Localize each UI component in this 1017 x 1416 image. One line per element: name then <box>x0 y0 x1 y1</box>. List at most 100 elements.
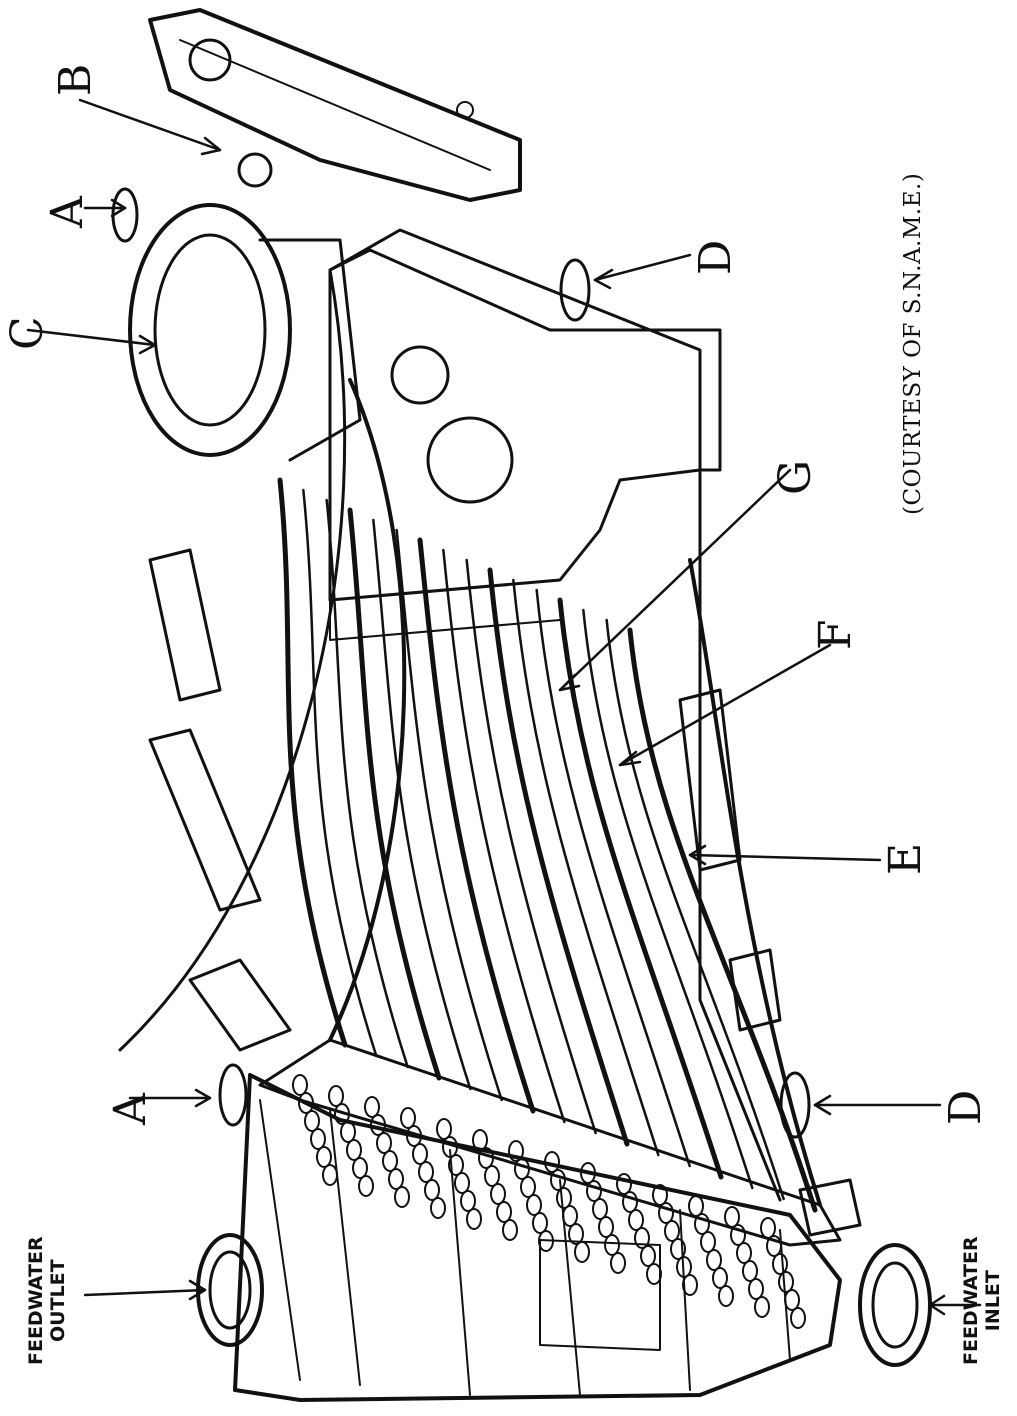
tube-hole <box>610 1252 626 1274</box>
figure-credit: (COURTESY OF S.N.A.M.E.) <box>900 172 926 515</box>
tube-hole <box>586 1180 602 1202</box>
tube-hole <box>388 1168 404 1190</box>
tube-hole <box>646 1263 662 1285</box>
tube-hole <box>598 1216 614 1238</box>
tube-hole <box>502 1219 518 1241</box>
callout-d-bottom: D <box>940 1089 991 1125</box>
left-water-chamber <box>233 1073 842 1402</box>
tube-hole <box>364 1096 380 1118</box>
tube-hole <box>682 1274 698 1296</box>
tube-hole <box>544 1151 560 1173</box>
tube-hole <box>784 1289 800 1311</box>
tube-hole <box>628 1209 644 1231</box>
tube-hole <box>496 1201 512 1223</box>
tube-hole <box>406 1125 422 1147</box>
tube-hole <box>694 1213 710 1235</box>
tube-line <box>302 488 378 1058</box>
callout-e: E <box>880 842 931 875</box>
tube-hole <box>706 1249 722 1271</box>
tube-line <box>347 507 442 1081</box>
tube-hole <box>484 1165 500 1187</box>
tube-hole <box>712 1267 728 1289</box>
callout-g: G <box>770 459 821 495</box>
tube-hole <box>472 1129 488 1151</box>
tube-hole <box>622 1191 638 1213</box>
tube-line <box>417 537 536 1114</box>
tube-hole <box>580 1162 596 1184</box>
callout-c: C <box>2 316 53 350</box>
tube-hole <box>550 1169 566 1191</box>
tube-hole <box>448 1154 464 1176</box>
tube-hole <box>514 1158 530 1180</box>
tube-hole <box>436 1118 452 1140</box>
tube-hole <box>430 1197 446 1219</box>
tube-hole <box>478 1147 494 1169</box>
right-water-chamber <box>148 8 522 202</box>
feedwater-inlet-label: FEEDWATER INLET <box>960 1236 1004 1365</box>
tube-hole <box>346 1139 362 1161</box>
tube-line <box>372 518 472 1091</box>
tube-hole <box>748 1278 764 1300</box>
tube-hole <box>466 1208 482 1230</box>
tube-hole <box>370 1114 386 1136</box>
tube-line <box>535 588 691 1168</box>
tube-hole <box>304 1110 320 1132</box>
tube-hole <box>526 1194 542 1216</box>
tube-hole <box>328 1085 344 1107</box>
callout-a-top: A <box>42 196 93 228</box>
tube-hole <box>322 1164 338 1186</box>
tube-hole <box>760 1217 776 1239</box>
tube-hole <box>298 1092 314 1114</box>
tube-hole <box>334 1103 350 1125</box>
tube-hole <box>568 1223 584 1245</box>
feedwater-outlet-line1: FEEDWATER <box>25 1236 47 1365</box>
feedwater-inlet-line2: INLET <box>982 1270 1004 1332</box>
tube-hole <box>382 1150 398 1172</box>
tube-hole <box>652 1184 668 1206</box>
tube-hole <box>676 1256 692 1278</box>
tube-hole <box>418 1161 434 1183</box>
tube-hole <box>634 1227 650 1249</box>
tube-hole <box>658 1202 674 1224</box>
leader-arrows <box>26 98 982 1316</box>
tube-hole <box>664 1220 680 1242</box>
tube-hole <box>412 1143 428 1165</box>
tube-hole <box>490 1183 506 1205</box>
tube-line <box>325 498 409 1069</box>
tube-hole <box>604 1234 620 1256</box>
feedwater-outlet-line2: OUTLET <box>47 1259 69 1342</box>
tube-line <box>582 608 754 1190</box>
tube-hole <box>340 1121 356 1143</box>
feedwater-outlet-label: FEEDWATER OUTLET <box>25 1236 69 1365</box>
tube-line <box>395 528 503 1102</box>
tube-hole <box>754 1296 770 1318</box>
tube-line <box>465 558 597 1135</box>
tube-hole <box>532 1212 548 1234</box>
callout-b: B <box>50 63 101 96</box>
tube-hole <box>556 1187 572 1209</box>
tube-hole <box>538 1230 554 1252</box>
tube-hole <box>766 1235 782 1257</box>
tube-hole <box>376 1132 392 1154</box>
tube-hole <box>394 1186 410 1208</box>
feedwater-inlet-line1: FEEDWATER <box>960 1236 982 1365</box>
saddle-supports <box>148 548 862 1237</box>
tube-hole <box>574 1241 590 1263</box>
tube-hole <box>778 1271 794 1293</box>
tube-hole <box>508 1140 524 1162</box>
tube-hole <box>424 1179 440 1201</box>
tube-hole <box>316 1146 332 1168</box>
tube-line <box>487 567 630 1147</box>
tube-hole <box>700 1231 716 1253</box>
tube-hole <box>442 1136 458 1158</box>
callout-d-top: D <box>690 239 741 275</box>
tube-line <box>277 477 348 1048</box>
callout-a-bottom: A <box>105 1093 156 1125</box>
tube-hole <box>454 1172 470 1194</box>
tube-hole <box>688 1195 704 1217</box>
tube-hole <box>736 1242 752 1264</box>
tube-hole <box>460 1190 476 1212</box>
tube-hole <box>616 1173 632 1195</box>
